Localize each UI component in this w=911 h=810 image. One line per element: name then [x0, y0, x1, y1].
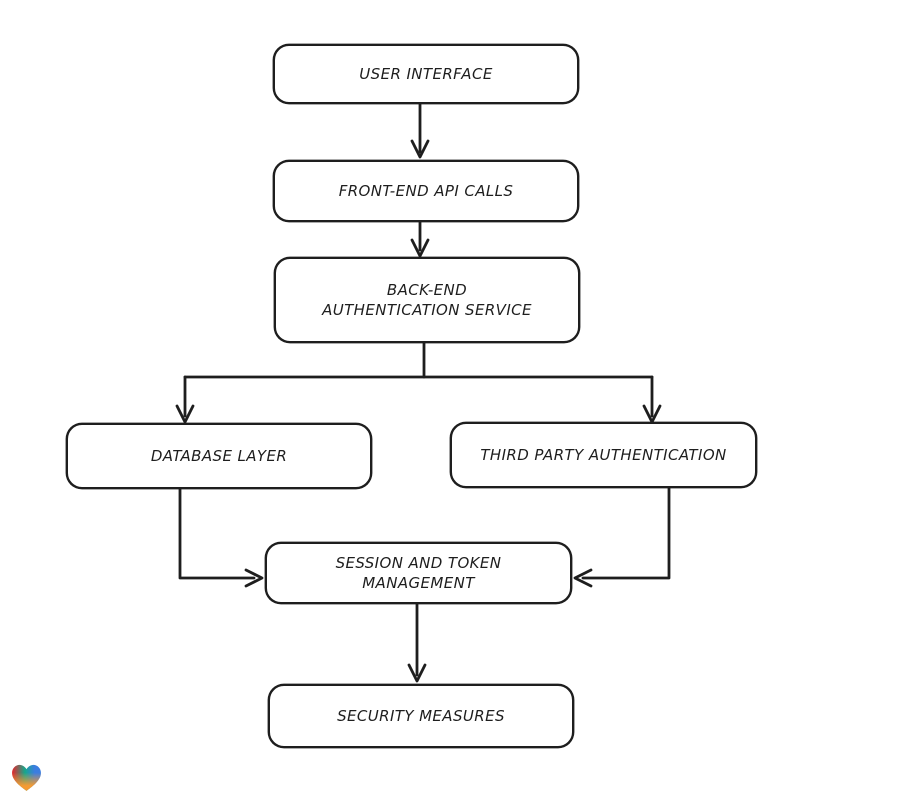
node-label: FRONT-END API CALLS — [338, 181, 514, 200]
node-label: THIRD PARTY AUTHENTICATION — [480, 445, 727, 464]
node-label: BACK-END AUTHENTICATION SERVICE — [322, 280, 532, 319]
edge-third-party-to-session — [573, 486, 671, 588]
edge-back-end-branch — [175, 341, 662, 424]
node-database-layer[interactable]: DATABASE LAYER — [66, 423, 372, 489]
arrowhead-right-icon — [244, 568, 264, 588]
node-back-end-authentication-service[interactable]: BACK-END AUTHENTICATION SERVICE — [274, 257, 580, 343]
node-front-end-api-calls[interactable]: FRONT-END API CALLS — [273, 160, 579, 222]
arrowhead-down-icon — [175, 404, 195, 424]
node-user-interface[interactable]: USER INTERFACE — [273, 44, 579, 104]
arrowhead-left-icon — [573, 568, 593, 588]
node-session-and-token-management[interactable]: SESSION AND TOKEN MANAGEMENT — [265, 542, 572, 604]
node-label: USER INTERFACE — [359, 64, 493, 83]
arrowhead-down-icon — [407, 663, 427, 683]
gradient-heart-icon — [10, 762, 43, 795]
node-label: DATABASE LAYER — [150, 446, 288, 465]
arrowhead-down-icon — [410, 139, 430, 159]
edge-front-end-to-back-end — [410, 220, 430, 258]
node-security-measures[interactable]: SECURITY MEASURES — [268, 684, 574, 748]
arrowhead-down-icon — [410, 238, 430, 258]
edge-database-to-session — [178, 487, 264, 588]
node-label: SECURITY MEASURES — [337, 706, 505, 725]
node-third-party-authentication[interactable]: THIRD PARTY AUTHENTICATION — [450, 422, 757, 488]
edge-user-interface-to-front-end — [410, 102, 430, 159]
arrowhead-down-icon — [642, 404, 662, 424]
edge-session-to-security — [407, 602, 427, 683]
node-label: SESSION AND TOKEN MANAGEMENT — [335, 553, 502, 592]
